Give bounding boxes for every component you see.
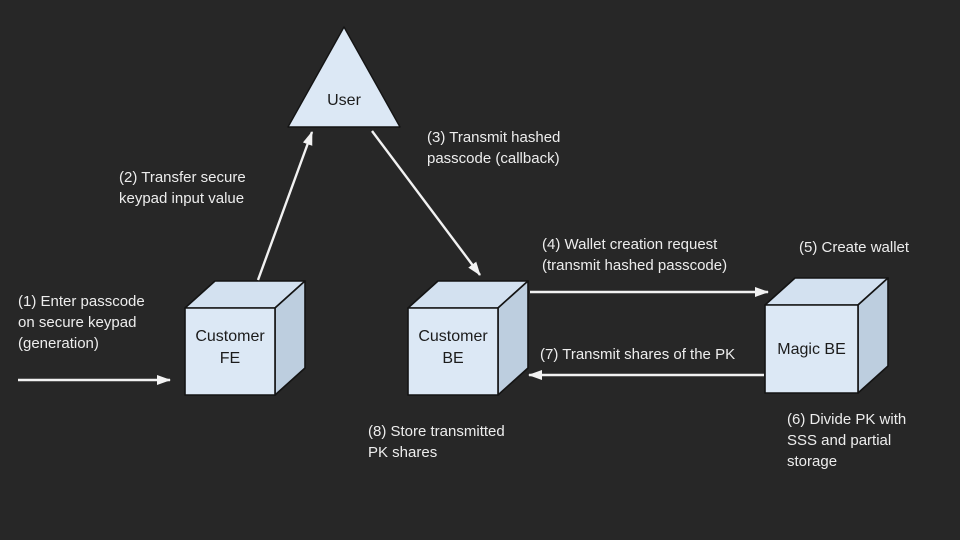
label-step3-transmit-hashed: (3) Transmit hashed passcode (callback) bbox=[427, 129, 561, 167]
label-step4-wallet-creation: (4) Wallet creation request (transmit ha… bbox=[542, 236, 728, 274]
customer-fe-node-cube bbox=[184, 280, 306, 396]
arrow-step3-user-to-be bbox=[371, 130, 481, 276]
label-step8-store-pk-shares: (8) Store transmitted PK shares bbox=[368, 423, 505, 461]
label-step2-transfer-keypad: (2) Transfer secure keypad input value bbox=[119, 169, 246, 207]
label-step5-create-wallet: (5) Create wallet bbox=[799, 239, 910, 256]
magic-be-node-cube bbox=[764, 277, 889, 394]
customer-be-node-label: Customer BE bbox=[418, 328, 488, 367]
customer-fe-node-label: Customer FE bbox=[195, 328, 265, 367]
customer-be-node-cube bbox=[407, 280, 529, 396]
label-step1-enter-passcode: (1) Enter passcode on secure keypad (gen… bbox=[18, 293, 145, 352]
label-step7-transmit-shares: (7) Transmit shares of the PK bbox=[540, 346, 736, 363]
arrow-step2-fe-to-user bbox=[256, 131, 314, 281]
user-node-label: User bbox=[327, 92, 361, 109]
user-node-triangle bbox=[287, 26, 401, 128]
label-step6-divide-pk: (6) Divide PK with SSS and partial stora… bbox=[787, 411, 907, 470]
magic-be-node-label: Magic BE bbox=[777, 341, 846, 358]
